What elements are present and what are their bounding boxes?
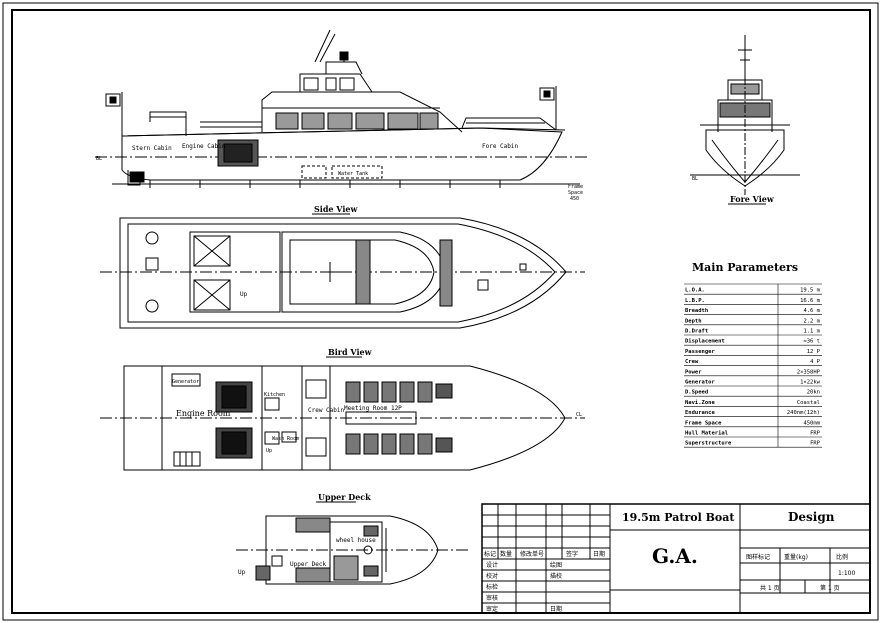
crew-cabin-label: Crew Cabin (308, 407, 345, 414)
rev-header: 数量 (500, 550, 512, 558)
design-title: Design (788, 510, 835, 524)
total-pages: 共 1 页 (760, 584, 780, 592)
water-tank-label: Water Tank (338, 171, 368, 177)
param-value: 16.6 m (800, 298, 821, 304)
right-header: 比例 (836, 553, 848, 561)
param-name: Navi.Zone (685, 400, 715, 406)
page-number: 第 1 页 (820, 584, 840, 592)
param-name: Superstructure (685, 441, 732, 447)
title-block-text: 标记数量修改单号签字日期设计校对标检审核审定绘图描校日期图样标记重量(kg)比例… (484, 550, 855, 613)
param-value: 2.2 m (803, 318, 820, 324)
param-value: 1.1 m (803, 329, 820, 335)
param-name: D.Speed (685, 390, 708, 396)
frame-space-value: 450 (570, 196, 579, 202)
frame-space-label: Frame (568, 184, 583, 190)
param-value: 12 P (807, 349, 821, 355)
generator-label: Generator (172, 379, 199, 385)
mid-label: 日期 (550, 605, 562, 613)
param-value: 2×358HP (797, 369, 821, 375)
param-value: 450mm (803, 420, 820, 426)
param-value: ≈36 t (803, 339, 820, 345)
side-view (95, 29, 590, 188)
param-name: D.Draft (685, 329, 708, 335)
side-view-title: Side View (314, 204, 358, 214)
param-name: Breadth (685, 308, 708, 314)
kitchen-label: Kitchen (264, 392, 285, 398)
mid-label: 绘图 (550, 561, 562, 569)
param-name: Generator (685, 380, 715, 386)
param-name: Displacement (685, 339, 725, 345)
fore-bl-label: BL (692, 176, 698, 182)
engine-room-label: Engine Room (176, 409, 231, 418)
fore-view-title: Fore View (730, 194, 775, 204)
param-name: Frame Space (685, 420, 722, 426)
sign-row-label: 标检 (486, 583, 498, 591)
cl-label: CL (576, 412, 582, 418)
param-value: 19.5 m (800, 288, 821, 294)
param-value: FRP (810, 441, 821, 447)
param-value: Coastal (797, 400, 820, 406)
plan-up-label: Up (240, 291, 248, 298)
param-value: 4.6 m (803, 308, 820, 314)
lower-up-label: Up (266, 448, 272, 454)
stern-cabin-label: Stern Cabin (132, 145, 172, 152)
rev-header: 日期 (593, 550, 605, 558)
plan-view (100, 217, 585, 329)
drawing-title: G.A. (652, 544, 698, 568)
param-name: Power (685, 369, 702, 375)
rev-header: 签字 (566, 550, 578, 558)
upper-up-label: Up (238, 569, 246, 576)
param-name: Passenger (685, 349, 715, 355)
param-value: FRP (810, 431, 821, 437)
right-header: 重量(kg) (784, 553, 808, 561)
sign-row-label: 审定 (486, 605, 498, 613)
param-name: L.B.P. (685, 298, 705, 304)
scale-value: 1:100 (838, 570, 855, 577)
upper-deck-inner-label: Upper Deck (290, 561, 327, 568)
main-parameters-title: Main Parameters (692, 261, 798, 274)
main-parameters-table: L.O.A. 19.5 m L.B.P. 16.6 m Breadth 4.6 m Dept… (684, 283, 822, 448)
bird-view-title: Bird View (328, 347, 373, 357)
param-name: Endurance (685, 410, 715, 416)
frame-space-label2: Space (568, 190, 583, 196)
fore-cabin-label: Fore Cabin (482, 143, 519, 150)
upper-deck-title: Upper Deck (318, 492, 371, 502)
side-bl-label: BL (96, 156, 102, 162)
project-title: 19.5m Patrol Boat (622, 511, 735, 524)
rev-header: 修改单号 (520, 550, 544, 558)
lower-deck (100, 365, 585, 471)
engine-cabin-label: Engine Cabin (182, 143, 226, 150)
right-header: 图样标记 (746, 553, 770, 561)
sign-row-label: 审核 (486, 594, 498, 602)
wash-room-label: Wash Room (272, 436, 299, 442)
sign-row-label: 设计 (486, 561, 498, 569)
title-block (481, 503, 871, 614)
wheel-house-label: wheel house (336, 537, 376, 544)
param-name: Hull Material (685, 431, 728, 437)
param-value: 1×22kw (800, 380, 821, 386)
param-value: 240nm(12h) (787, 410, 820, 416)
param-name: Crew (685, 359, 699, 365)
mid-label: 描校 (550, 572, 562, 580)
param-name: Depth (685, 318, 702, 324)
sign-row-label: 校对 (486, 572, 498, 580)
inner-border (11, 9, 871, 614)
param-value: 20kn (807, 390, 820, 396)
rev-header: 标记 (484, 550, 496, 558)
param-name: L.O.A. (685, 288, 705, 294)
param-value: 4 P (810, 359, 821, 365)
fore-view (690, 35, 800, 195)
upper-deck (236, 515, 470, 585)
meeting-room-label: Meeting Room 12P (344, 405, 402, 412)
